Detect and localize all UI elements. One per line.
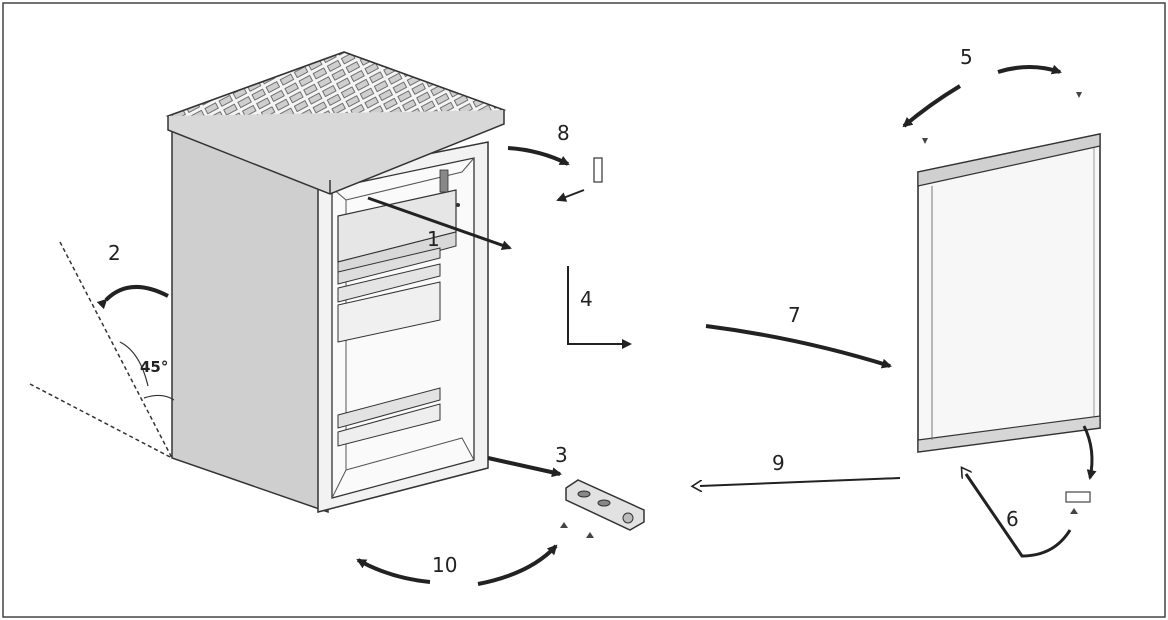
bottom-hinge — [560, 479, 645, 538]
tilt-guide-lines — [29, 241, 175, 459]
arrow-2 — [96, 284, 169, 310]
arrow-8b — [556, 189, 585, 202]
arrow-8a — [507, 146, 570, 166]
arrow-10b — [356, 558, 431, 584]
arrow-4 — [567, 266, 632, 349]
arrow-6a — [1082, 425, 1097, 480]
arrow-9 — [700, 477, 901, 486]
label-step-7: 7 — [788, 303, 801, 327]
arrow-10a — [477, 544, 558, 586]
step-labels: 1 2 3 4 5 6 7 8 9 10 45° — [108, 45, 1019, 577]
arrow-3 — [487, 456, 562, 478]
arrow-5a — [997, 64, 1062, 75]
fridge-door — [917, 133, 1101, 453]
label-step-5: 5 — [960, 45, 973, 69]
label-step-3: 3 — [555, 443, 568, 467]
label-step-10: 10 — [432, 553, 457, 577]
label-step-1: 1 — [427, 227, 440, 251]
fridge-cabinet — [165, 51, 507, 514]
label-step-6: 6 — [1006, 507, 1019, 531]
label-step-9: 9 — [772, 451, 785, 475]
label-step-8: 8 — [557, 121, 570, 145]
top-hinge-part — [593, 157, 603, 183]
arrow-1 — [367, 196, 512, 251]
arrow-5b — [902, 84, 962, 128]
door-screws — [922, 92, 1091, 514]
label-step-4: 4 — [580, 287, 593, 311]
arrow-7 — [705, 324, 892, 369]
arrow-6b — [966, 474, 1072, 558]
label-angle: 45° — [140, 358, 168, 376]
label-step-2: 2 — [108, 241, 121, 265]
step-arrows — [96, 64, 1097, 586]
